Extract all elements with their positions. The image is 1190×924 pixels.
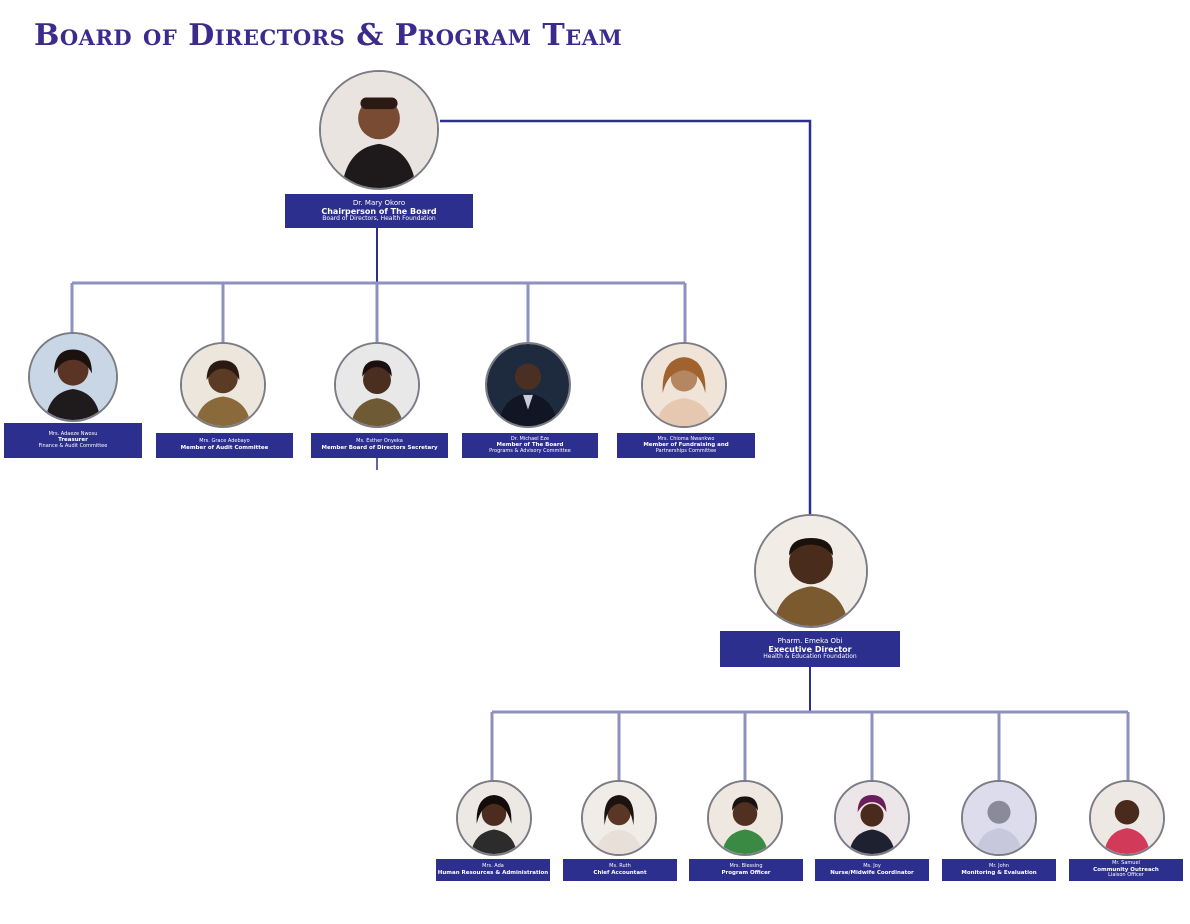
- team-label-3: Mrs. Blessing Program Officer: [689, 859, 803, 881]
- board-avatar-3: [334, 342, 420, 428]
- chair-label: Dr. Mary Okoro Chairperson of The Board …: [285, 194, 473, 228]
- board-role-5: Member of Fundraising and: [643, 442, 729, 449]
- team-avatar-2: [581, 780, 657, 856]
- team-role-1: Human Resources & Administration: [437, 869, 549, 876]
- team-label-6: Mr. Samuel Community Outreach Liaison Of…: [1069, 859, 1183, 881]
- board-name-5: Mrs. Chioma Nwankwo: [657, 435, 715, 442]
- board-role-4: Member of The Board: [496, 442, 564, 449]
- team-avatar-4: [834, 780, 910, 856]
- chair-name: Dr. Mary Okoro: [352, 198, 406, 207]
- team-avatar-6: [1089, 780, 1165, 856]
- team-name-6: Mr. Samuel: [1112, 860, 1140, 867]
- board-role-2: Member of Audit Committee: [180, 445, 269, 452]
- chair-role: Chairperson of The Board: [321, 206, 437, 216]
- team-label-4: Ms. Joy Nurse/Midwife Coordinator: [815, 859, 929, 881]
- team-label-5: Mr. John Monitoring & Evaluation: [942, 859, 1056, 881]
- team-name-2: Ms. Ruth: [609, 862, 631, 869]
- director-role: Executive Director: [768, 644, 852, 654]
- board-org-5: Partnerships Committee: [655, 447, 717, 454]
- chair-avatar: [319, 70, 439, 190]
- team-role-2: Chief Accountant: [593, 869, 647, 876]
- board-org-1: Finance & Audit Committee: [38, 442, 108, 449]
- team-avatar-3: [707, 780, 783, 856]
- board-avatar-2: [180, 342, 266, 428]
- board-avatar-5: [641, 342, 727, 428]
- director-label: Pharm. Emeka Obi Executive Director Heal…: [720, 631, 900, 667]
- chair-org: Board of Directors, Health Foundation: [322, 215, 436, 223]
- team-avatar-5: [961, 780, 1037, 856]
- board-role-1: Treasurer: [58, 437, 88, 444]
- director-name: Pharm. Emeka Obi: [777, 636, 843, 645]
- board-label-3: Ms. Esther Onyeka Member Board of Direct…: [311, 433, 448, 458]
- team-role-5: Monitoring & Evaluation: [961, 869, 1037, 876]
- board-avatar-1: [28, 332, 118, 422]
- board-name-2: Mrs. Grace Adebayo: [199, 438, 250, 445]
- team-avatar-1: [456, 780, 532, 856]
- director-avatar: [754, 514, 868, 628]
- team-role-6: Community Outreach: [1093, 866, 1159, 873]
- board-label-4: Dr. Michael Eze Member of The Board Prog…: [462, 433, 598, 458]
- board-name-3: Ms. Esther Onyeka: [356, 438, 403, 445]
- board-org-4: Programs & Advisory Committee: [489, 447, 571, 454]
- team-role-4: Nurse/Midwife Coordinator: [830, 869, 914, 876]
- board-label-2: Mrs. Grace Adebayo Member of Audit Commi…: [156, 433, 293, 458]
- team-label-2: Ms. Ruth Chief Accountant: [563, 859, 677, 881]
- board-label-5: Mrs. Chioma Nwankwo Member of Fundraisin…: [617, 433, 755, 458]
- page-title: Board of Directors & Program Team: [34, 18, 623, 53]
- board-label-1: Mrs. Adaeze Nwosu Treasurer Finance & Au…: [4, 423, 142, 458]
- team-name-1: Mrs. Ada: [482, 862, 504, 869]
- team-org-6: Liaison Officer: [1108, 872, 1144, 879]
- director-org: Health & Education Foundation: [763, 653, 857, 661]
- board-name-4: Dr. Michael Eze: [510, 435, 550, 442]
- team-label-1: Mrs. Ada Human Resources & Administratio…: [436, 859, 550, 881]
- team-role-3: Program Officer: [721, 869, 771, 876]
- team-name-4: Ms. Joy: [863, 862, 881, 869]
- board-name-1: Mrs. Adaeze Nwosu: [48, 430, 98, 437]
- connector-chair-director: [440, 119, 812, 515]
- board-role-3: Member Board of Directors Secretary: [321, 445, 438, 452]
- team-name-3: Mrs. Blessing: [729, 862, 763, 869]
- team-name-5: Mr. John: [989, 862, 1009, 869]
- board-avatar-4: [485, 342, 571, 428]
